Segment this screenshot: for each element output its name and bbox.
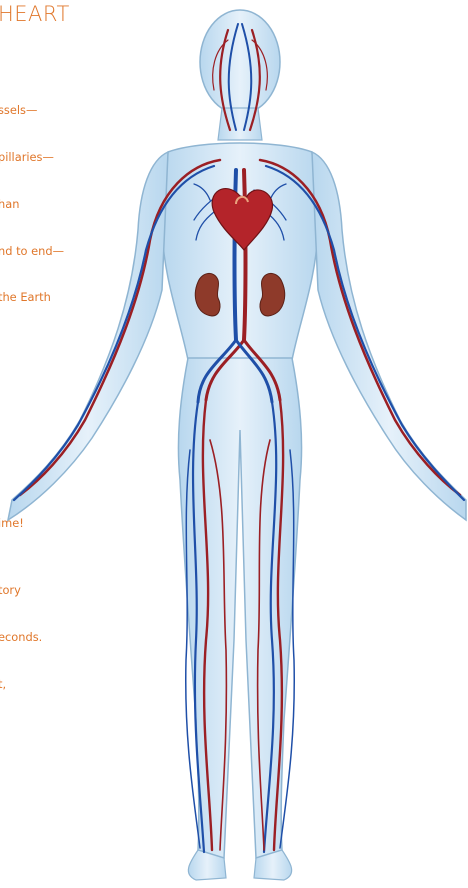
body-silhouette <box>8 10 466 880</box>
